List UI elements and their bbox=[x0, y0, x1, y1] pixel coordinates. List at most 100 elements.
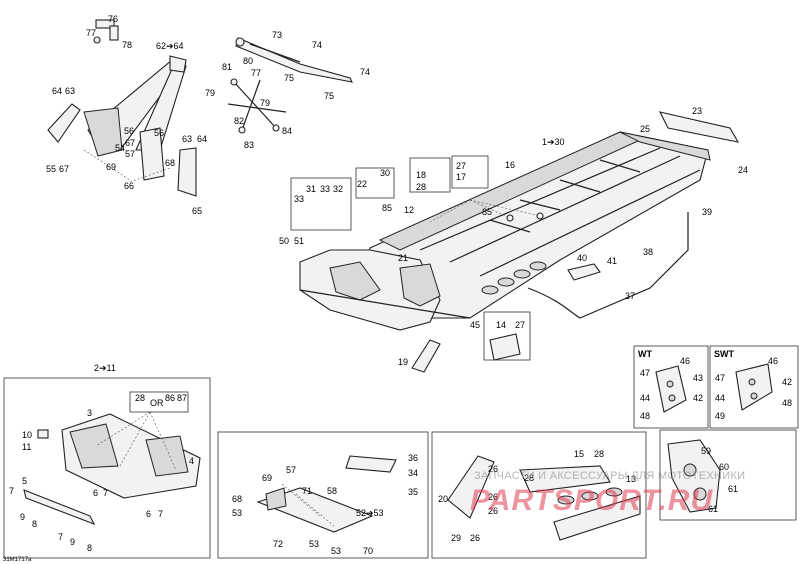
callout-9: 9 bbox=[20, 512, 26, 522]
callout-24: 24 bbox=[738, 165, 749, 175]
panel-59-61 bbox=[659, 429, 797, 521]
callout-28: 28 bbox=[524, 473, 535, 483]
callout-54: 54 bbox=[115, 143, 126, 153]
callout-34: 34 bbox=[408, 468, 419, 478]
callout-52-53: 52➔53 bbox=[356, 508, 384, 518]
callout-28: 28 bbox=[416, 182, 427, 192]
callout-48: 48 bbox=[782, 398, 793, 408]
callout-22: 22 bbox=[357, 179, 368, 189]
callout-50: 50 bbox=[279, 236, 290, 246]
callout-2-11: 2➔11 bbox=[94, 363, 116, 373]
callout-77: 77 bbox=[86, 28, 97, 38]
front-frame-panel-art bbox=[23, 411, 201, 526]
callout-87: 87 bbox=[177, 393, 188, 403]
callout-16: 16 bbox=[505, 160, 516, 170]
callout-59: 59 bbox=[701, 446, 712, 456]
callout-or: OR bbox=[150, 398, 164, 408]
callout-13: 13 bbox=[626, 474, 637, 484]
callout-73: 73 bbox=[272, 30, 283, 40]
callout-69: 69 bbox=[106, 162, 117, 172]
callout-70: 70 bbox=[363, 546, 374, 556]
bumper-panel-art bbox=[256, 455, 397, 533]
callout-33: 33 bbox=[294, 194, 305, 204]
panel-swt bbox=[709, 345, 799, 429]
callout-46: 46 bbox=[768, 356, 779, 366]
callout-84: 84 bbox=[282, 126, 293, 136]
callout-7: 7 bbox=[9, 486, 15, 496]
callout-7: 7 bbox=[158, 509, 164, 519]
callout-61: 61 bbox=[728, 484, 739, 494]
callout-box-14-27 bbox=[483, 311, 531, 361]
callout-58: 58 bbox=[327, 486, 338, 496]
callout-53: 53 bbox=[232, 508, 243, 518]
callout-44: 44 bbox=[715, 393, 726, 403]
callout-8: 8 bbox=[32, 519, 38, 529]
callout-53: 53 bbox=[309, 539, 320, 549]
callout-5: 5 bbox=[22, 476, 28, 486]
callout-75: 75 bbox=[324, 91, 335, 101]
callout-74: 74 bbox=[360, 67, 371, 77]
callout-6: 6 bbox=[146, 509, 152, 519]
callout-55: 55 bbox=[46, 164, 57, 174]
callout-35: 35 bbox=[408, 487, 419, 497]
callout-18: 18 bbox=[416, 170, 427, 180]
callout-12: 12 bbox=[404, 205, 415, 215]
callout-28: 28 bbox=[135, 393, 146, 403]
callout-68: 68 bbox=[232, 494, 243, 504]
callout-10: 10 bbox=[22, 430, 33, 440]
panel-header-wt: WT bbox=[638, 349, 652, 359]
callout-31: 31 bbox=[306, 184, 317, 194]
watermark-logo: PARTSPORT.RU bbox=[470, 484, 714, 517]
callout-66: 66 bbox=[124, 181, 135, 191]
callout-76: 76 bbox=[108, 14, 119, 24]
callout-8: 8 bbox=[87, 543, 93, 553]
callout-9: 9 bbox=[70, 537, 76, 547]
callout-67: 67 bbox=[59, 164, 70, 174]
callout-85: 85 bbox=[482, 207, 493, 217]
callout-box-27-17 bbox=[451, 155, 489, 189]
callout-box-31-33 bbox=[290, 177, 352, 231]
panel-15-29 bbox=[431, 431, 647, 559]
callout-78: 78 bbox=[122, 40, 133, 50]
callout-40: 40 bbox=[577, 253, 588, 263]
callout-6: 6 bbox=[93, 488, 99, 498]
callout-64: 64 bbox=[197, 134, 208, 144]
callout-68: 68 bbox=[165, 158, 176, 168]
chassis-frame bbox=[299, 111, 740, 373]
callout-27: 27 bbox=[456, 161, 467, 171]
callout-26: 26 bbox=[488, 464, 499, 474]
callout-25: 25 bbox=[640, 124, 651, 134]
callout-17: 17 bbox=[456, 172, 467, 182]
callout-20: 20 bbox=[438, 494, 449, 504]
callout-49: 49 bbox=[715, 411, 726, 421]
callout-box-22-30 bbox=[355, 167, 395, 199]
callout-57: 57 bbox=[286, 465, 297, 475]
callout-43: 43 bbox=[693, 373, 704, 383]
watermark-tagline: ЗАПЧАСТИ И АКСЕССУАРЫ ДЛЯ МОТОТЕХНИКИ bbox=[474, 470, 746, 482]
callout-44: 44 bbox=[640, 393, 651, 403]
callout-48: 48 bbox=[640, 411, 651, 421]
callout-61: 61 bbox=[708, 504, 719, 514]
callout-14: 14 bbox=[496, 320, 507, 330]
running-board-panel-art bbox=[447, 455, 641, 541]
wt-swt-panel-art bbox=[655, 363, 773, 413]
callout-box-28-87 bbox=[129, 391, 189, 413]
front-bracket-assembly bbox=[47, 55, 197, 197]
callout-26: 26 bbox=[488, 506, 499, 516]
callout-36: 36 bbox=[408, 453, 419, 463]
side-plate-panel-art bbox=[667, 439, 721, 513]
callout-83: 83 bbox=[244, 140, 255, 150]
callout-45: 45 bbox=[470, 320, 481, 330]
callout-38: 38 bbox=[643, 247, 654, 257]
callout-26: 26 bbox=[470, 533, 481, 543]
callout-7: 7 bbox=[103, 488, 109, 498]
callout-79: 79 bbox=[205, 88, 216, 98]
callout-53: 53 bbox=[331, 546, 342, 556]
callout-60: 60 bbox=[719, 462, 730, 472]
callout-47: 47 bbox=[640, 368, 651, 378]
callout-3: 3 bbox=[87, 408, 93, 418]
panel-52-53 bbox=[217, 431, 429, 559]
panel-wt bbox=[633, 345, 709, 429]
callout-57: 57 bbox=[125, 149, 136, 159]
